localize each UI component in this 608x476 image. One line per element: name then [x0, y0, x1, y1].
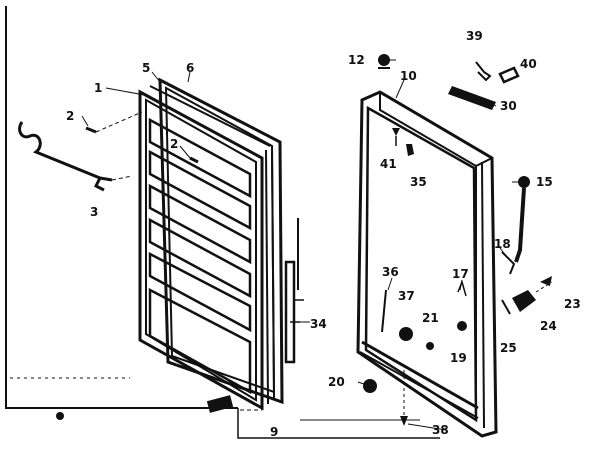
door-liner-assembly	[56, 77, 284, 420]
callout-21: 21	[422, 311, 439, 325]
callout-20: 20	[328, 375, 345, 389]
callout-9: 9	[270, 425, 278, 439]
callout-2-middle: 2	[170, 137, 178, 151]
callout-1: 1	[94, 81, 102, 95]
callout-19: 19	[450, 351, 467, 365]
leader-lines	[81, 59, 530, 431]
callout-15: 15	[536, 175, 553, 189]
callout-30: 30	[500, 99, 517, 113]
callout-39: 39	[466, 29, 483, 43]
callout-34: 34	[310, 317, 327, 331]
outer-door-panel	[356, 90, 498, 438]
callout-23: 23	[564, 297, 581, 311]
callout-3: 3	[90, 205, 98, 219]
callout-2-upper: 2	[66, 109, 74, 123]
callout-36: 36	[382, 265, 399, 279]
callout-25: 25	[500, 341, 517, 355]
callout-24: 24	[540, 319, 557, 333]
callout-10: 10	[400, 69, 417, 83]
callout-17: 17	[452, 267, 469, 281]
shelf-bracket	[18, 121, 133, 192]
callout-18: 18	[494, 237, 511, 251]
callout-12: 12	[348, 53, 365, 67]
hardware-parts	[363, 54, 553, 426]
callout-6: 6	[186, 61, 194, 75]
callout-38: 38	[432, 423, 449, 437]
callout-41: 41	[380, 157, 397, 171]
callout-5: 5	[142, 61, 150, 75]
callout-40: 40	[520, 57, 537, 71]
callout-labels: 1 2 2 3 5 6 9 10 12 15 17 18 19 20 21 23…	[66, 29, 581, 439]
callout-35: 35	[410, 175, 427, 189]
cabinet-outline	[5, 6, 440, 439]
callout-37: 37	[398, 289, 415, 303]
door-handle-bar	[284, 218, 304, 364]
